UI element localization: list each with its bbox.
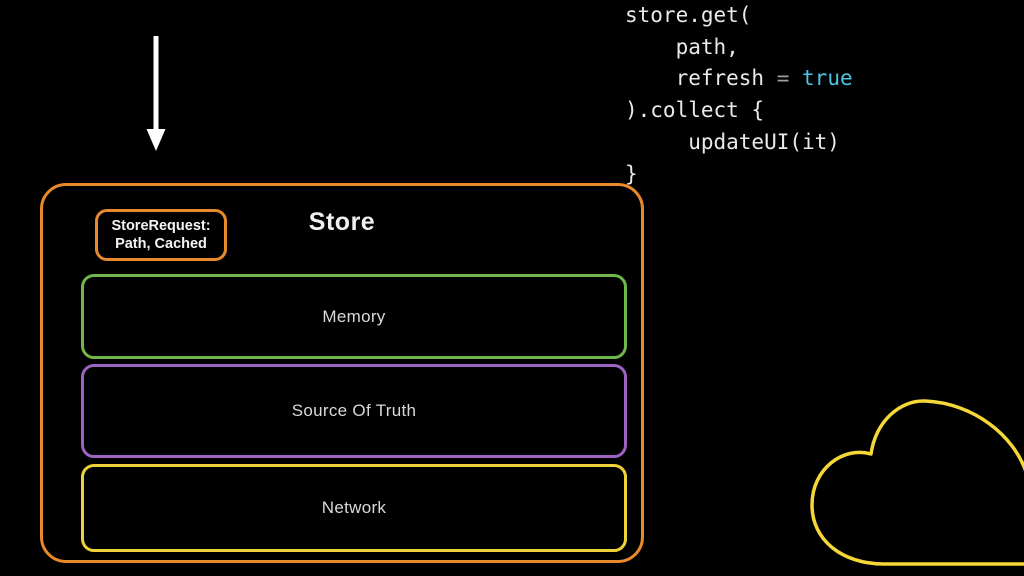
code-segment-plain: path,	[625, 34, 739, 59]
code-segment-plain: ).collect {	[625, 98, 765, 123]
layer-source-of-truth: Source Of Truth	[81, 364, 627, 458]
store-title: Store	[308, 208, 376, 236]
code-segment-plain: }	[625, 161, 638, 186]
code-segment-keyword: true	[802, 66, 853, 91]
store-request-badge-line2: Path, Cached	[115, 236, 207, 252]
store-request-badge-line1: StoreRequest:	[111, 218, 211, 234]
code-segment-plain	[789, 66, 802, 90]
store-request-badge: StoreRequest: Path, Cached	[95, 209, 227, 261]
layer-label: Source Of Truth	[291, 401, 417, 420]
cloud-icon	[810, 399, 1024, 566]
layer-label: Network	[321, 498, 387, 517]
code-line: updateUI(it)	[625, 127, 853, 159]
layer-label: Memory	[322, 306, 386, 326]
code-line: store.get(	[625, 0, 853, 32]
code-segment-plain: refresh	[625, 66, 777, 91]
code-segment-plain: store.get(	[625, 3, 752, 27]
layer-network: Network	[81, 464, 627, 552]
code-block: store.get( path, refresh = true ).collect…	[625, 0, 853, 190]
layer-memory: Memory	[81, 274, 627, 359]
down-arrow-icon	[146, 36, 166, 151]
code-segment-operator: =	[776, 66, 790, 91]
code-line: }	[625, 159, 853, 191]
code-line: ).collect {	[625, 95, 853, 127]
code-line: refresh = true	[625, 63, 853, 95]
code-segment-plain: updateUI(it)	[625, 129, 840, 154]
code-line: path,	[625, 32, 853, 64]
